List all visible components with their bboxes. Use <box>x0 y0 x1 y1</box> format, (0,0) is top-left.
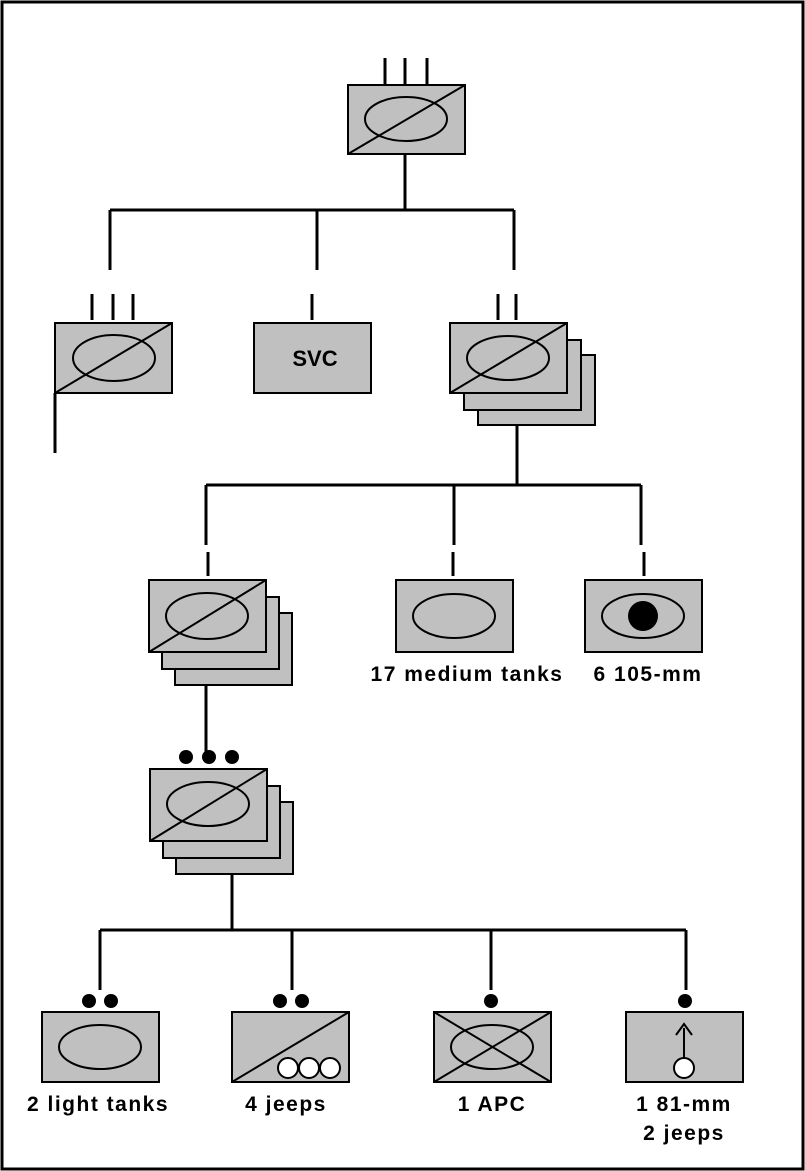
wheel-circle-1 <box>277 1057 299 1079</box>
infantry-cross-line-2 <box>433 1011 552 1083</box>
tank-company-symbol: 17 medium tanks <box>371 552 564 686</box>
armor-ellipse-icon <box>450 1024 534 1070</box>
howitzer-unit-symbol: 6 105-mm <box>584 552 703 686</box>
platoon-size-dot-3 <box>225 750 239 764</box>
company-stack-symbol <box>148 552 293 686</box>
armor-ellipse-icon <box>166 781 250 827</box>
battalion-stack-symbol <box>449 294 596 426</box>
section-size-dot-2 <box>295 994 309 1008</box>
arrow-head-icon <box>675 1022 693 1036</box>
attached-regiment-symbol <box>53 294 173 453</box>
armor-ellipse-icon <box>165 592 249 640</box>
light-tank-section-symbol: 2 light tanks <box>27 994 169 1116</box>
mortar-label-line-1: 1 81-mm <box>636 1093 732 1116</box>
armor-ellipse-icon <box>364 96 448 142</box>
squad-size-dot <box>678 994 692 1008</box>
mortar-squad-symbol: 1 81-mm 2 jeeps <box>625 994 744 1145</box>
wheel-circle-2 <box>298 1057 320 1079</box>
platoon-size-dot-1 <box>179 750 193 764</box>
artillery-dot-icon <box>628 601 658 631</box>
jeeps-label: 4 jeeps <box>245 1093 327 1116</box>
unit-frame <box>253 322 372 394</box>
cavalry-slash <box>449 322 568 394</box>
cavalry-slash <box>231 1011 350 1083</box>
armor-ellipse-icon <box>601 593 685 639</box>
section-size-dot-2 <box>104 994 118 1008</box>
armor-ellipse-icon <box>412 593 496 639</box>
unit-frame <box>395 579 514 653</box>
armor-ellipse-icon <box>466 335 550 381</box>
cavalry-slash <box>149 768 268 842</box>
platoon-stack-symbol <box>149 750 294 875</box>
light-tanks-label: 2 light tanks <box>27 1093 169 1116</box>
regiment-unit-symbol <box>347 58 466 155</box>
howitzer-label: 6 105-mm <box>594 663 703 686</box>
jeep-section-symbol: 4 jeeps <box>231 994 350 1116</box>
service-unit-symbol: SVC <box>253 294 372 394</box>
svc-label: SVC <box>292 346 337 371</box>
cavalry-slash <box>54 322 173 394</box>
armor-ellipse-icon <box>72 334 156 382</box>
tank-company-label: 17 medium tanks <box>371 663 564 686</box>
armor-ellipse-icon <box>58 1024 142 1070</box>
section-size-dot-1 <box>273 994 287 1008</box>
mortar-label-line-2: 2 jeeps <box>643 1122 725 1145</box>
cavalry-slash <box>347 84 466 155</box>
mortar-base-circle <box>673 1057 695 1079</box>
section-size-dot-1 <box>82 994 96 1008</box>
apc-label: 1 APC <box>458 1093 527 1116</box>
platoon-size-dot-2 <box>202 750 216 764</box>
wheel-circle-3 <box>319 1057 341 1079</box>
apc-squad-symbol: 1 APC <box>433 994 552 1116</box>
cavalry-slash <box>148 579 267 653</box>
squad-size-dot <box>484 994 498 1008</box>
unit-frame <box>41 1011 160 1083</box>
